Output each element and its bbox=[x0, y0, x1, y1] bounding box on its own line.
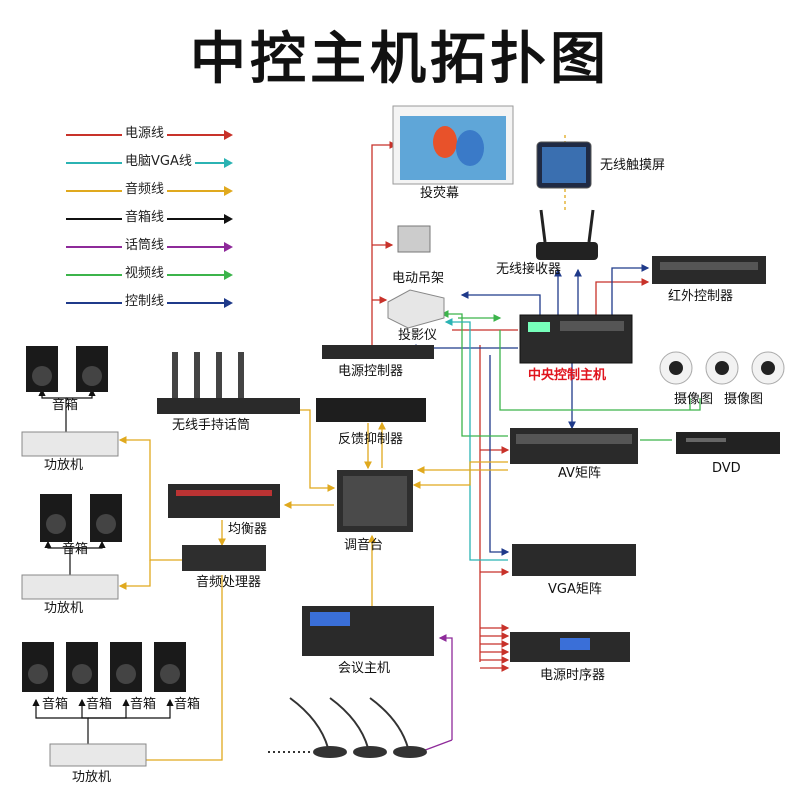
speaker-group-3 bbox=[22, 642, 186, 767]
speaker-wires bbox=[32, 388, 174, 744]
screen-label: 投荧幕 bbox=[420, 186, 460, 201]
vga-matrix-label: VGA矩阵 bbox=[548, 582, 602, 597]
speaker-label: 音箱 bbox=[86, 697, 113, 712]
ir-controller-device bbox=[652, 256, 766, 284]
audio-wires bbox=[118, 135, 566, 764]
speaker-label: 音箱 bbox=[62, 542, 89, 557]
speaker-label: 音箱 bbox=[174, 697, 201, 712]
audio-processor-device bbox=[182, 545, 266, 571]
equalizer-label: 均衡器 bbox=[228, 522, 268, 537]
camera-label-1: 摄像图 bbox=[674, 392, 714, 407]
projection-screen-device bbox=[392, 105, 514, 185]
power-controller-label: 电源控制器 bbox=[338, 364, 404, 379]
legend-item-mic: 话筒线 bbox=[66, 237, 236, 257]
touch-panel-label: 无线触摸屏 bbox=[600, 158, 666, 173]
central-controller-label: 中央控制主机 bbox=[528, 368, 607, 383]
conference-host-label: 会议主机 bbox=[338, 661, 391, 676]
touch-panel-device bbox=[536, 141, 592, 189]
central-controller-device bbox=[519, 314, 633, 364]
audio-processor-label: 音频处理器 bbox=[196, 575, 262, 590]
page-title: 中控主机拓扑图 bbox=[190, 27, 610, 92]
feedback-suppressor-label: 反馈抑制器 bbox=[338, 432, 404, 447]
cameras-device bbox=[659, 351, 785, 385]
video-wires bbox=[440, 310, 701, 441]
legend-label: 音频线 bbox=[122, 181, 168, 199]
power-sequencer-device bbox=[510, 632, 630, 662]
router-label: 无线接收器 bbox=[496, 262, 562, 277]
amplifier-label: 功放机 bbox=[72, 770, 112, 785]
legend-item-video: 视频线 bbox=[66, 265, 236, 285]
router-device bbox=[536, 209, 598, 260]
av-matrix-device bbox=[510, 428, 638, 464]
speaker-label: 音箱 bbox=[52, 398, 79, 413]
legend-label: 话筒线 bbox=[122, 237, 168, 255]
av-matrix-label: AV矩阵 bbox=[558, 466, 601, 481]
lift-device bbox=[397, 225, 431, 253]
legend-label: 音箱线 bbox=[122, 209, 168, 227]
gooseneck-mics-device bbox=[268, 697, 427, 758]
vga-matrix-device bbox=[512, 544, 636, 576]
amplifier-label: 功放机 bbox=[44, 601, 84, 616]
speaker-label: 音箱 bbox=[130, 697, 157, 712]
legend-item-control: 控制线 bbox=[66, 293, 236, 313]
feedback-suppressor-device bbox=[316, 398, 426, 422]
speaker-group-1 bbox=[21, 346, 119, 457]
equalizer-device bbox=[168, 484, 280, 518]
amplifier-label: 功放机 bbox=[44, 458, 84, 473]
speaker-label: 音箱 bbox=[42, 697, 69, 712]
legend-item-speaker: 音箱线 bbox=[66, 209, 236, 229]
legend-item-vga: 电脑VGA线 bbox=[66, 153, 236, 173]
power-wires bbox=[371, 141, 650, 672]
projector-device bbox=[387, 289, 445, 329]
legend-label: 电源线 bbox=[122, 125, 168, 143]
lift-label: 电动吊架 bbox=[392, 271, 445, 286]
vga-wires bbox=[444, 318, 508, 561]
projector-label: 投影仪 bbox=[398, 328, 438, 343]
mixer-device bbox=[337, 470, 413, 532]
legend-label: 视频线 bbox=[122, 265, 168, 283]
conference-host-device bbox=[302, 606, 434, 656]
ir-controller-label: 红外控制器 bbox=[668, 289, 734, 304]
wireless-mic-label: 无线手持话筒 bbox=[172, 418, 251, 433]
wireless-mic-device bbox=[157, 352, 300, 414]
power-controller-device bbox=[322, 345, 434, 359]
speaker-group-2 bbox=[21, 494, 122, 600]
dvd-device bbox=[676, 432, 780, 454]
legend-label: 控制线 bbox=[122, 293, 168, 311]
legend-item-power: 电源线 bbox=[66, 125, 236, 145]
legend-item-audio: 音频线 bbox=[66, 181, 236, 201]
power-sequencer-label: 电源时序器 bbox=[540, 668, 606, 683]
mixer-label: 调音台 bbox=[344, 538, 384, 553]
legend-label: 电脑VGA线 bbox=[122, 153, 195, 171]
camera-label-2: 摄像图 bbox=[724, 392, 764, 407]
dvd-label: DVD bbox=[712, 461, 741, 476]
